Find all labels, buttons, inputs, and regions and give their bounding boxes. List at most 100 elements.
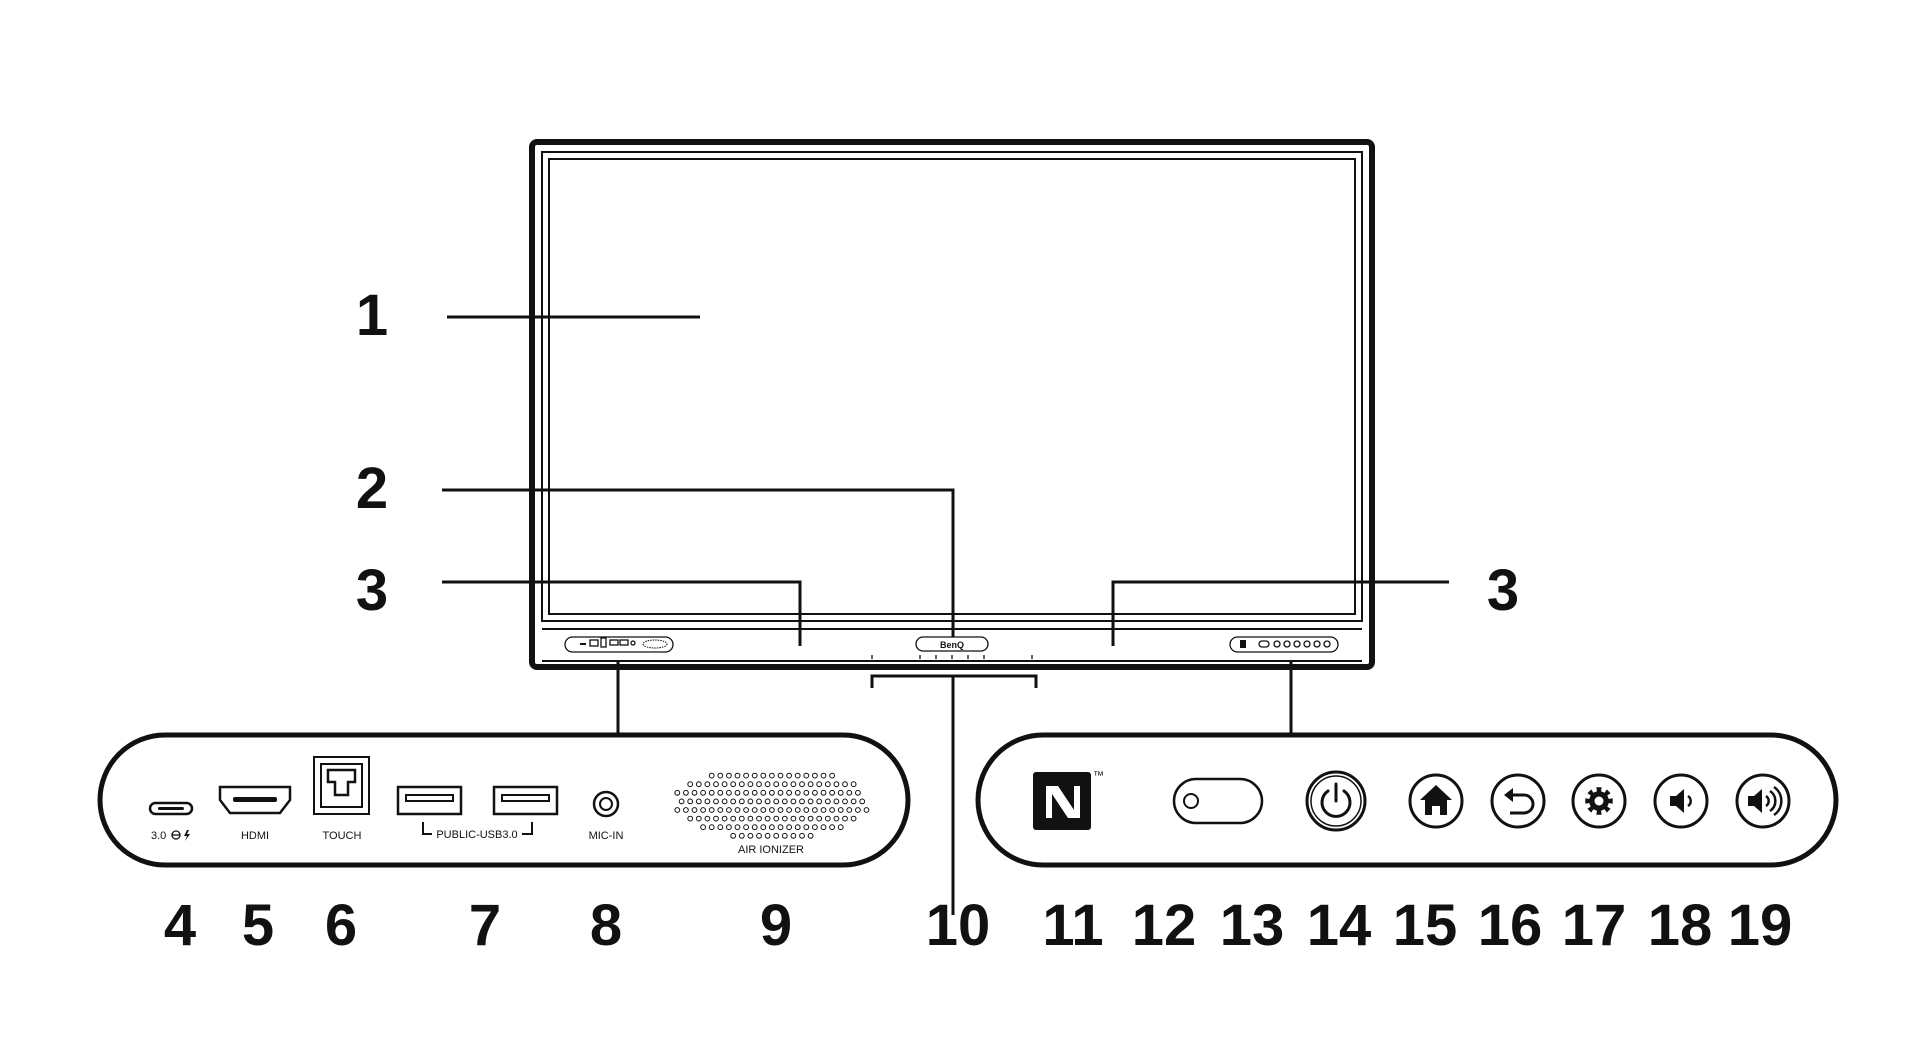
vent-hole <box>777 824 784 831</box>
vent-hole <box>786 807 792 813</box>
vent-hole <box>700 807 706 813</box>
vent-hole <box>708 789 715 796</box>
power-button[interactable] <box>1305 770 1367 832</box>
vent-hole <box>781 798 788 805</box>
vent-hole <box>837 789 844 796</box>
vent-hole <box>743 789 749 796</box>
mic-in-label: MIC-IN <box>589 830 624 842</box>
vent-hole <box>734 789 741 796</box>
vent-hole <box>721 798 728 805</box>
vent-hole <box>807 781 814 788</box>
vent-hole <box>824 798 831 805</box>
public-usb-group: PUBLIC-USB3.0 <box>396 785 559 841</box>
vent-hole <box>777 807 784 813</box>
vent-hole <box>734 807 741 813</box>
vent-hole <box>687 781 694 788</box>
callout-3-left: 3 <box>356 558 388 623</box>
callout-19: 19 <box>1728 893 1793 958</box>
vent-hole <box>700 824 706 831</box>
vent-hole <box>743 772 749 779</box>
vent-hole <box>747 781 754 788</box>
vent-hole <box>751 789 758 796</box>
vent-hole <box>713 798 719 805</box>
vent-hole <box>721 781 728 788</box>
vent-hole <box>683 789 689 796</box>
callout-3-right: 3 <box>1487 558 1519 623</box>
light-sensor <box>1172 777 1264 825</box>
vent-hole <box>751 772 758 779</box>
vent-hole <box>764 781 771 788</box>
vent-hole <box>721 815 728 822</box>
vent-hole <box>743 824 749 831</box>
vent-hole <box>726 824 732 831</box>
left-panel-outline <box>97 732 911 868</box>
vent-hole <box>773 832 780 839</box>
vent-hole <box>760 807 767 813</box>
vent-hole <box>794 807 801 813</box>
vent-hole <box>734 824 741 831</box>
vent-hole <box>738 798 745 805</box>
air-ionizer-vent <box>674 772 870 839</box>
vent-hole <box>777 789 784 796</box>
usbc-label: 3.0 <box>151 830 166 842</box>
vent-hole <box>717 824 724 831</box>
usb-c-port-icon <box>148 801 194 816</box>
right-control-strip-mini <box>1229 636 1339 653</box>
vent-hole <box>687 798 694 805</box>
vent-hole <box>695 781 702 788</box>
vent-hole <box>812 807 818 813</box>
touch-port-icon <box>313 756 370 815</box>
vent-hole <box>769 824 775 831</box>
vent-hole <box>803 807 810 813</box>
vent-hole <box>850 781 857 788</box>
vent-hole <box>855 789 861 796</box>
vent-hole <box>730 781 737 788</box>
callout-10: 10 <box>926 893 991 958</box>
right-panel-outline <box>975 732 1839 868</box>
settings-button[interactable] <box>1571 773 1627 829</box>
vent-hole <box>734 772 741 779</box>
nfc-icon: ™ <box>1033 770 1104 830</box>
brand-logo-badge: BenQ <box>915 636 989 652</box>
vent-hole <box>824 781 831 788</box>
vent-hole <box>717 807 724 813</box>
back-button[interactable] <box>1490 773 1546 829</box>
vent-hole <box>760 824 767 831</box>
vent-hole <box>794 772 801 779</box>
vent-hole <box>695 815 702 822</box>
vent-hole <box>833 781 840 788</box>
touch-port-group: TOUCH <box>313 756 370 842</box>
callout-18: 18 <box>1648 893 1713 958</box>
vent-hole <box>730 798 737 805</box>
vent-hole <box>794 789 801 796</box>
vent-hole <box>859 798 866 805</box>
usb-bracket-right <box>522 822 533 835</box>
vent-hole <box>799 832 805 839</box>
callout-6: 6 <box>325 893 357 958</box>
vent-hole <box>726 807 732 813</box>
display-outer-frame <box>529 139 1375 670</box>
vent-hole <box>812 824 818 831</box>
air-ionizer-label: AIR IONIZER <box>738 844 804 856</box>
volume-down-button[interactable] <box>1653 773 1709 829</box>
volume-up-button[interactable] <box>1735 773 1791 829</box>
vent-hole <box>816 815 823 822</box>
vent-hole <box>786 772 792 779</box>
power-icon <box>1320 782 1352 818</box>
vent-hole <box>833 798 840 805</box>
callout-15: 15 <box>1393 893 1458 958</box>
right-control-panel: ™ <box>975 732 1839 868</box>
vent-hole <box>799 781 805 788</box>
hdmi-port-icon <box>218 785 292 815</box>
vent-hole <box>674 789 681 796</box>
vent-hole <box>713 781 719 788</box>
vent-hole <box>855 807 861 813</box>
vent-hole <box>756 832 762 839</box>
vent-hole <box>781 832 788 839</box>
vent-hole <box>708 824 715 831</box>
vent-hole <box>799 815 805 822</box>
vent-hole <box>717 789 724 796</box>
home-button[interactable] <box>1408 773 1464 829</box>
home-icon <box>1420 785 1452 815</box>
lightning-icon <box>184 830 190 841</box>
